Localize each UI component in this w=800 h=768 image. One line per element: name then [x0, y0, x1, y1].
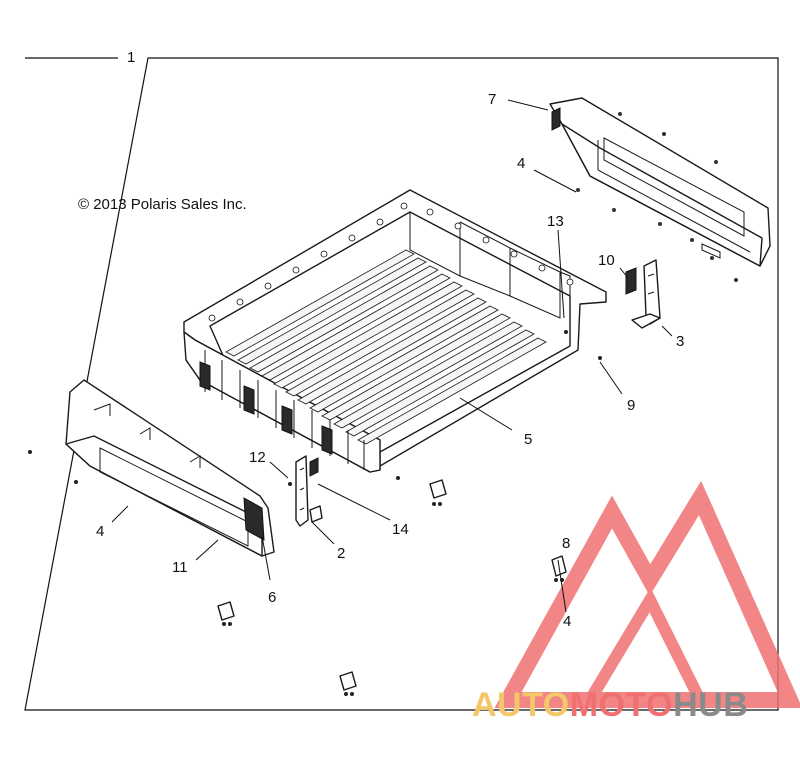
callout-8: 8: [562, 535, 570, 552]
leader-lines: [111, 99, 673, 613]
callout-4-clip: 4: [563, 613, 571, 630]
callout-2: 2: [337, 545, 345, 562]
callout-1: 1: [127, 49, 135, 66]
watermark-hub: HUB: [673, 686, 748, 724]
bed-slats: [225, 249, 547, 445]
front-panel: [65, 379, 275, 557]
rear-panel: [549, 97, 771, 282]
fastener-clips: [28, 330, 602, 696]
callout-6: 6: [268, 589, 276, 606]
copyright-notice: © 2013 Polaris Sales Inc.: [78, 196, 247, 213]
box-underside-ribs: [199, 350, 365, 470]
callout-5: 5: [524, 431, 532, 448]
diagram-frame: [24, 57, 779, 711]
callout-7: 7: [488, 91, 496, 108]
callout-9: 9: [627, 397, 635, 414]
callout-4-front: 4: [96, 523, 104, 540]
bracket-right: [625, 259, 661, 329]
watermark-moto: MOTO: [570, 686, 673, 724]
callout-11: 11: [172, 559, 188, 576]
bracket-left: [295, 455, 323, 527]
callout-3: 3: [676, 333, 684, 350]
callout-13: 13: [547, 213, 564, 230]
watermark-auto: AUTO: [472, 686, 570, 724]
callout-14: 14: [392, 521, 409, 538]
callout-10: 10: [598, 252, 615, 269]
watermark-logo: [494, 480, 800, 708]
callout-4-rear: 4: [517, 155, 525, 172]
watermark-text: AUTOMOTOHUB: [472, 686, 748, 724]
callout-12: 12: [249, 449, 266, 466]
